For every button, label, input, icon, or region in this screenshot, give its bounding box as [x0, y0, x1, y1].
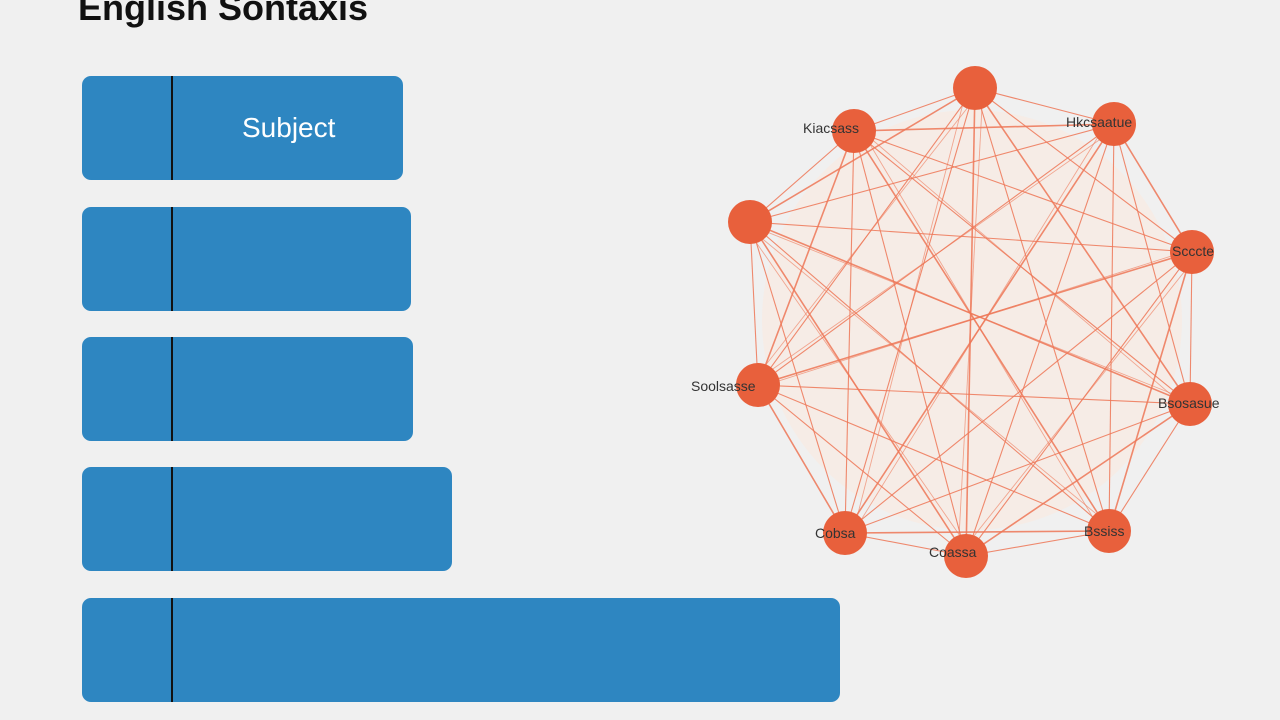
page-title: English Sontaxis	[78, 0, 369, 28]
network-labels: Kiacsass HkcsaatueScccteSoolsasseBsosasue…	[691, 114, 1220, 560]
network-node	[736, 363, 780, 407]
network-edge	[741, 221, 1118, 532]
network-edge	[757, 130, 855, 386]
network-edges	[741, 87, 1201, 557]
network-edge	[974, 87, 1110, 532]
syntax-bar-2	[82, 207, 411, 311]
network-node	[823, 511, 867, 555]
bar-label: Subject	[242, 112, 336, 143]
network-node-label: Bssiss	[1084, 523, 1124, 539]
network-edge	[844, 130, 855, 534]
network-edge	[853, 130, 1193, 253]
network-edge	[844, 403, 1191, 534]
network-edge	[749, 221, 846, 534]
network-edge	[749, 221, 759, 386]
network-edge	[1108, 123, 1115, 532]
network-node-label: Cobsa	[815, 525, 856, 541]
network-node	[832, 109, 876, 153]
network-node	[944, 534, 988, 578]
syntax-bar-1: Subject	[82, 76, 403, 180]
network-edge	[741, 221, 975, 557]
network-node	[1168, 382, 1212, 426]
network-edge	[757, 384, 967, 557]
network-edge	[741, 221, 1199, 405]
network-edge	[965, 530, 1110, 557]
network-edge	[965, 123, 1115, 557]
network-node-label: Kiacsass	[803, 120, 859, 136]
network-node	[1087, 509, 1131, 553]
network-node	[1092, 102, 1136, 146]
syntax-bar-3	[82, 337, 413, 441]
network-edge	[757, 384, 1110, 532]
network-edge	[757, 384, 1191, 405]
network-edge	[965, 403, 1191, 557]
network-edge	[1113, 123, 1193, 253]
bar-divider	[171, 207, 173, 311]
network-edge	[749, 130, 855, 223]
network-node-label: Coassa	[929, 544, 977, 560]
bar-divider	[171, 76, 173, 180]
network-edge	[765, 251, 1185, 386]
network-edge	[957, 251, 1201, 557]
network-edge	[853, 130, 967, 557]
network-edge	[749, 123, 1115, 223]
network-node-label: Hkcsaatue	[1066, 114, 1132, 130]
bar-divider	[171, 467, 173, 571]
network-edge	[749, 221, 1193, 253]
network-edge	[852, 87, 968, 534]
bar-divider	[171, 598, 173, 702]
network-nodes	[728, 66, 1214, 578]
network-edge	[749, 87, 976, 223]
network-edge	[957, 87, 984, 557]
network-node	[1170, 230, 1214, 274]
network-edge	[1108, 251, 1193, 532]
syntax-bar-4	[82, 467, 452, 571]
network-edge	[861, 130, 1183, 405]
network-edge	[749, 87, 984, 386]
network-edge	[974, 87, 1191, 405]
network-node-label: Bsosasue	[1158, 395, 1220, 411]
network-edge	[861, 130, 1102, 532]
network-node-label: Scccte	[1172, 243, 1214, 259]
syntax-bar-5	[82, 598, 840, 702]
network-edge	[974, 87, 1115, 125]
network-node	[953, 66, 997, 110]
bar-divider	[171, 337, 173, 441]
network-node-label: Soolsasse	[691, 378, 756, 394]
network-edge	[1189, 251, 1193, 405]
network-edge	[1108, 403, 1191, 532]
network-edge	[757, 384, 846, 534]
network-edge	[853, 123, 1115, 132]
network-node	[728, 200, 772, 244]
